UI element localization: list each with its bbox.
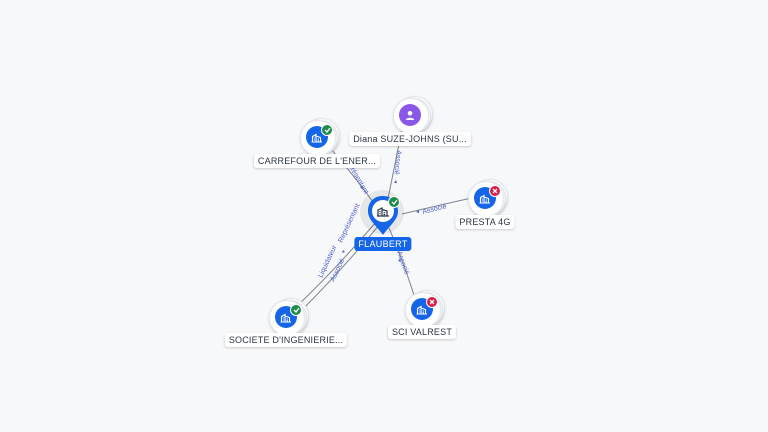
status-active-icon bbox=[321, 124, 333, 136]
status-closed-icon bbox=[426, 296, 438, 308]
edge-arrow-carrefour bbox=[360, 186, 363, 189]
person-icon bbox=[399, 104, 421, 126]
edge-arrow-sci bbox=[398, 259, 401, 262]
edge-label-societe-associe: Associé bbox=[329, 258, 346, 283]
node-label-carrefour[interactable]: CARREFOUR DE L'ENER... bbox=[253, 154, 381, 168]
center-node-pin[interactable] bbox=[366, 194, 400, 238]
company-icon bbox=[377, 207, 389, 217]
edge-line-societe-b bbox=[299, 223, 381, 313]
edge-label-sci: Associé bbox=[395, 250, 410, 276]
status-active-icon bbox=[290, 304, 302, 316]
node-label-societe[interactable]: SOCIETE D'INGENIERIE... bbox=[224, 333, 348, 347]
edge-arrow-diana bbox=[394, 180, 397, 183]
status-active-icon bbox=[388, 196, 400, 208]
edge-arrow-societe bbox=[342, 250, 345, 253]
edge-label-diana: Associé bbox=[392, 150, 402, 175]
node-label-presta[interactable]: PRESTA 4G bbox=[455, 215, 515, 229]
edge-arrow-presta bbox=[416, 210, 419, 213]
node-label-sci[interactable]: SCI VALREST bbox=[387, 325, 457, 339]
node-label-diana[interactable]: Diana SUZE-JOHNS (SU... bbox=[349, 132, 471, 146]
edge-line-societe-a bbox=[294, 221, 377, 309]
center-node-label[interactable]: FLAUBERT bbox=[354, 237, 412, 251]
status-closed-icon bbox=[489, 185, 501, 197]
edge-label-presta: Associé bbox=[422, 203, 448, 216]
